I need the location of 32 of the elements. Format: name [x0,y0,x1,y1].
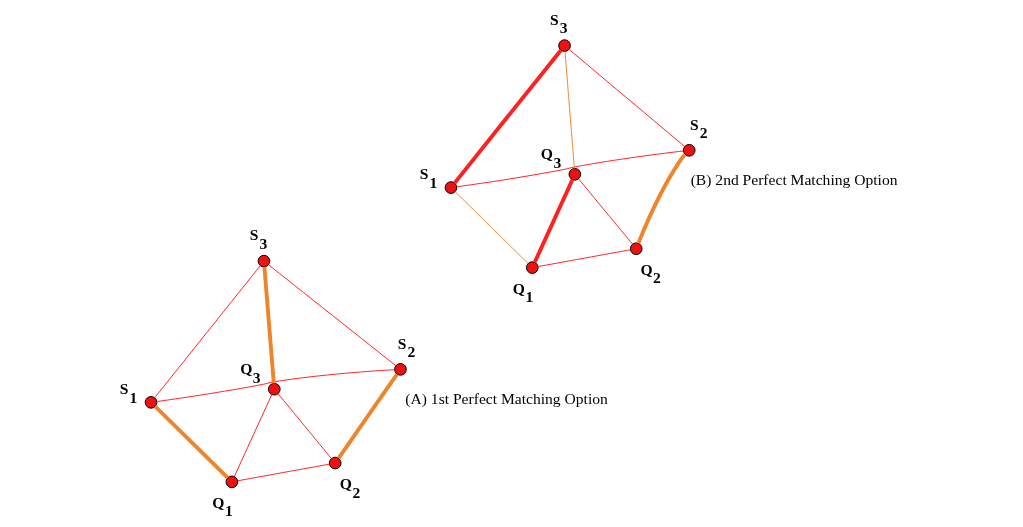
node-circle [393,363,407,376]
connector [277,393,332,459]
connector [454,191,528,264]
connector [267,264,396,367]
label: (A) 1st Perfect Matching Option [404,390,608,408]
node-circle [257,254,270,268]
connector [233,394,272,477]
node-circle [444,181,457,194]
node-circle [267,382,281,396]
connector [532,178,574,263]
node-circle [557,39,571,52]
node-circle [144,396,157,409]
label: (B) 2nd Perfect Matching Option [690,171,897,189]
connector [156,369,395,402]
node-circle [225,475,238,489]
connector [456,150,683,188]
node-circle [682,143,696,157]
connector [153,265,261,399]
connector [577,178,633,245]
node-circle [525,261,539,274]
connector [236,463,330,482]
connector [564,51,575,169]
connector [537,249,631,268]
node-circle [629,242,643,256]
connector [153,405,229,479]
node-circle [328,456,341,470]
connector [261,266,276,384]
connector [336,373,399,460]
connector [568,49,685,148]
connector [452,49,562,185]
node-circle [568,168,581,181]
connector [636,153,686,244]
